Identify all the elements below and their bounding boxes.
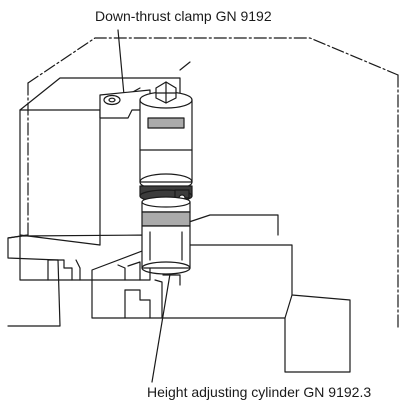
- clamp-label: Down-thrust clamp GN 9192: [95, 8, 272, 24]
- machine-table: [7, 37, 399, 331]
- cylinder-leader-line: [151, 273, 171, 383]
- adjusting-cylinder: [141, 196, 191, 275]
- clamp-body: [139, 91, 193, 191]
- clamp-leader-line: [117, 29, 125, 96]
- hex-nut-icon: [155, 81, 177, 104]
- front-block: [91, 244, 351, 373]
- clamp-arm: [99, 89, 151, 119]
- cylinder-label: Height adjusting cylinder GN 9192.3: [147, 384, 372, 400]
